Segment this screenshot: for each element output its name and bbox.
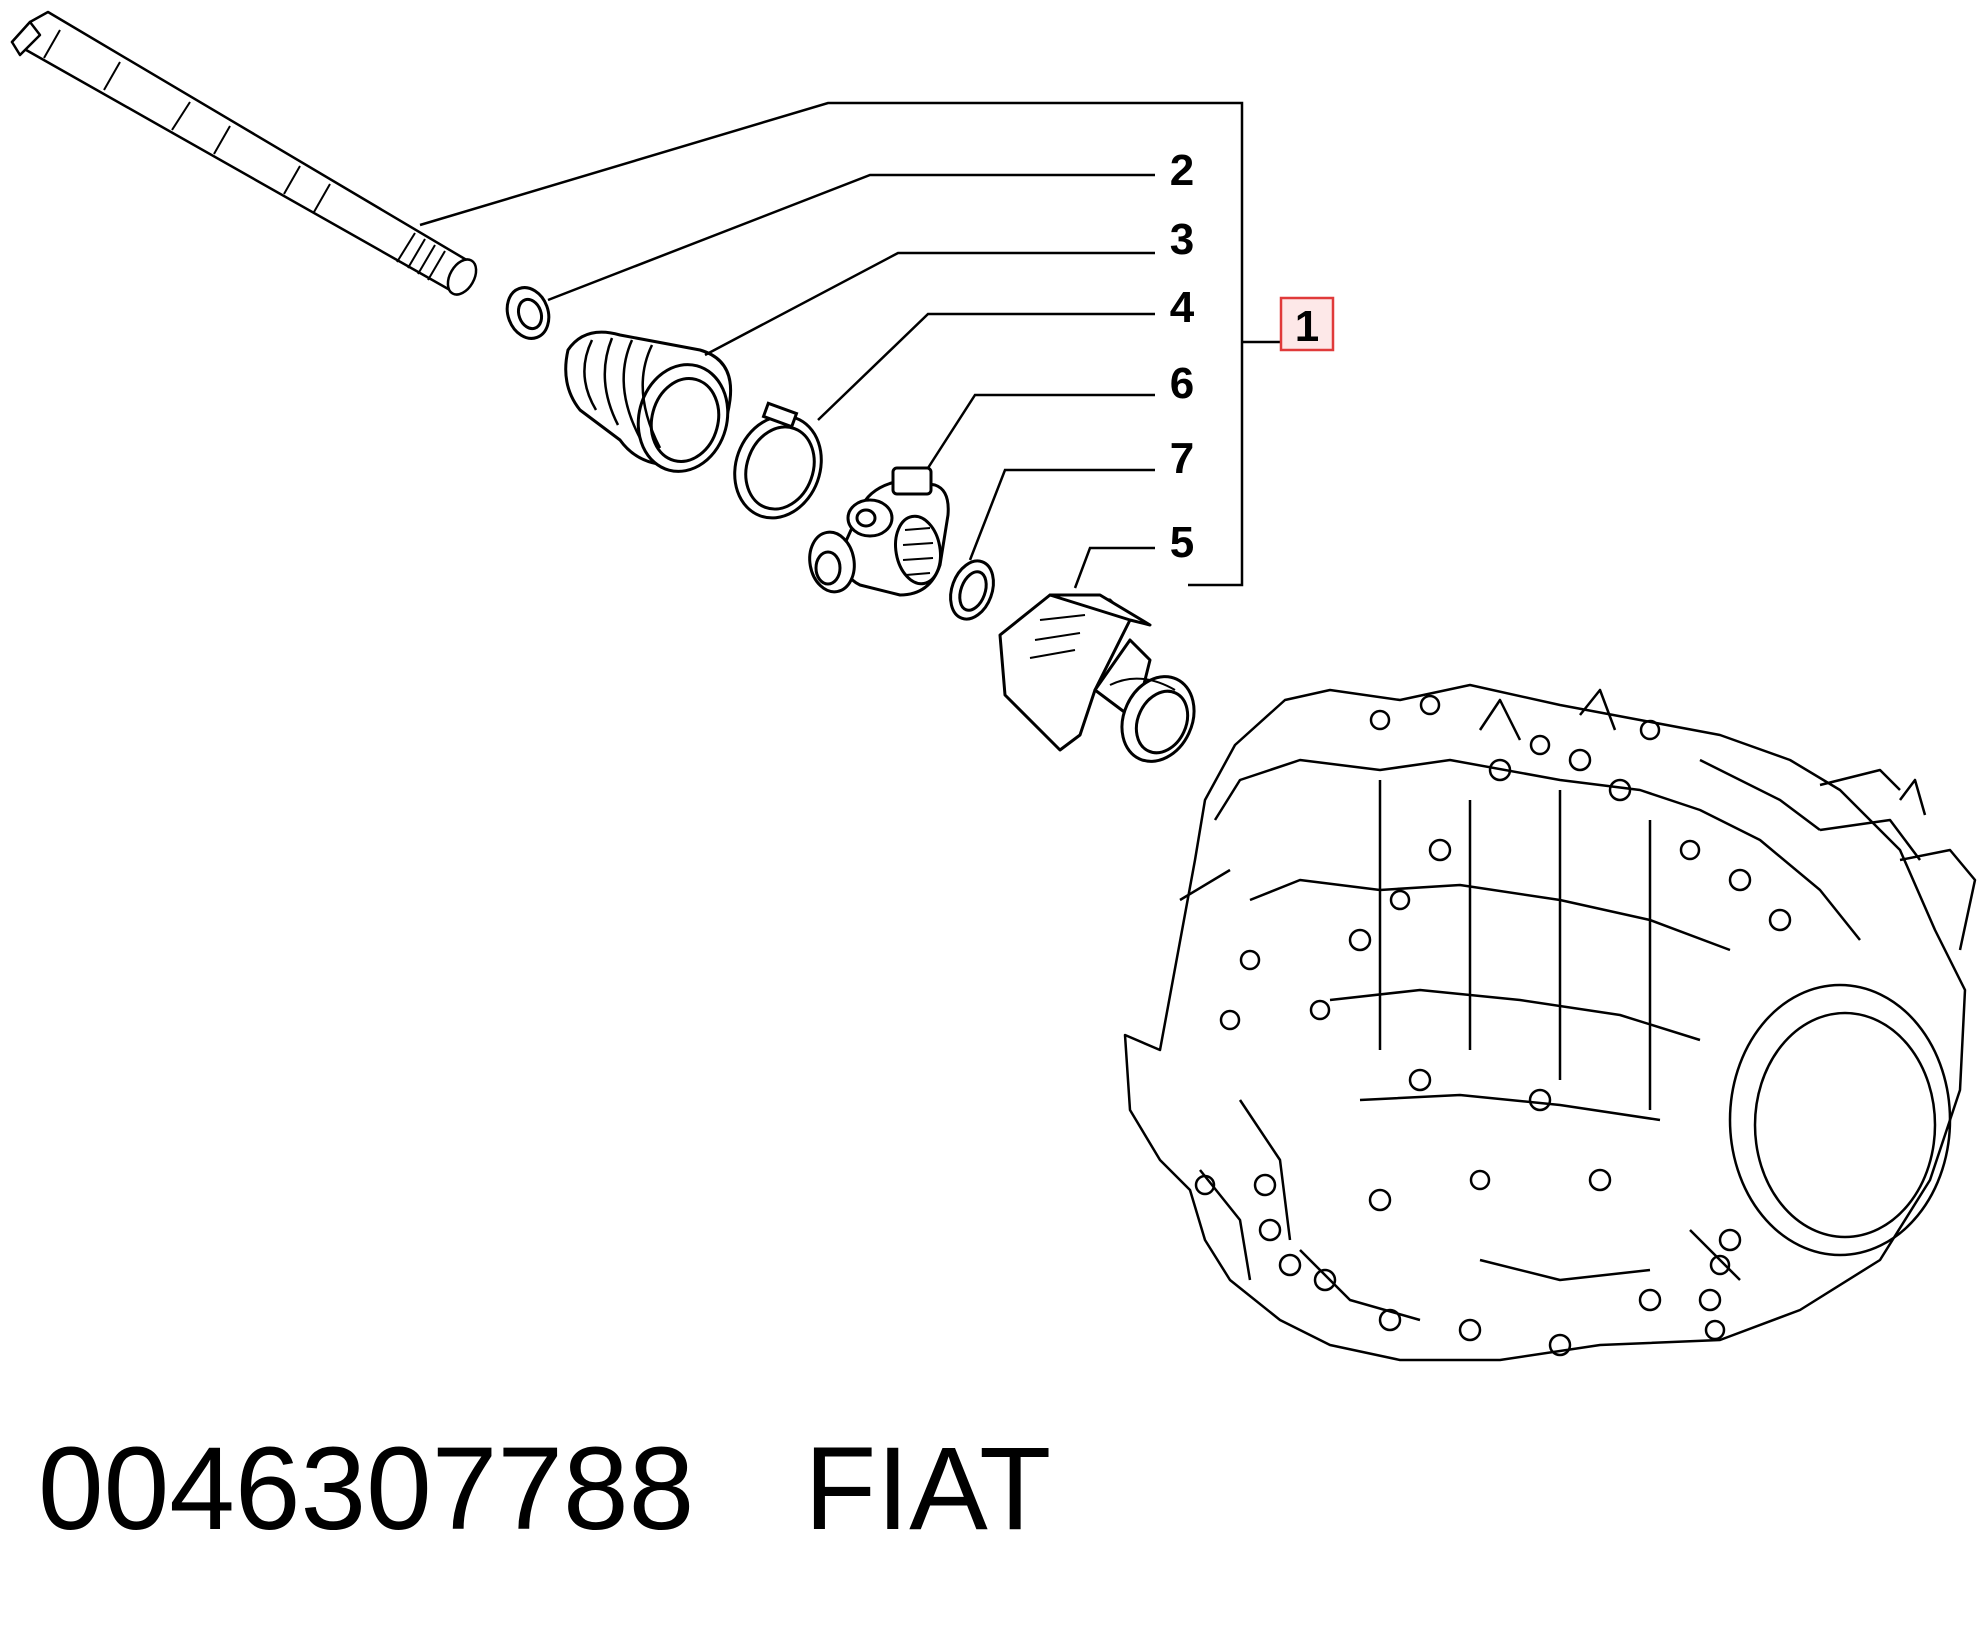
- leader-line-7: [968, 468, 1155, 561]
- clamp-part-4: [733, 401, 823, 520]
- snap-ring-part-7: [949, 559, 995, 621]
- callout-1-highlight: [1279, 296, 1335, 352]
- callout-6-label: 6: [1170, 359, 1194, 408]
- callout-numbers: 1 2 3 4 6 7 5: [1170, 146, 1335, 567]
- boot-part-3: [564, 330, 733, 473]
- leader-line-4: [817, 312, 1155, 421]
- clip-ring-part-2: [505, 286, 551, 340]
- leader-line-1: [419, 101, 1244, 587]
- part-number: 0046307788: [38, 1423, 695, 1555]
- callout-leader-lines: [419, 101, 1282, 589]
- callout-1-label: 1: [1295, 302, 1319, 351]
- tripod-joint-part-6: [808, 466, 950, 597]
- callout-5-label: 5: [1170, 518, 1194, 567]
- transmission-housing: [1123, 683, 1977, 1362]
- callout-7-label: 7: [1170, 434, 1194, 483]
- housing-part-5: [998, 593, 1196, 763]
- transmission-bolts: [1194, 694, 1792, 1357]
- callout-3-label: 3: [1170, 215, 1194, 264]
- leader-line-2: [547, 173, 1155, 302]
- callout-2-label: 2: [1170, 146, 1194, 195]
- drive-shaft: [10, 10, 478, 296]
- brand-name: FIAT: [804, 1423, 1052, 1555]
- leader-line-5: [1073, 546, 1155, 589]
- leader-line-6: [926, 393, 1155, 469]
- callout-4-label: 4: [1170, 283, 1195, 332]
- leader-line-3: [704, 251, 1155, 357]
